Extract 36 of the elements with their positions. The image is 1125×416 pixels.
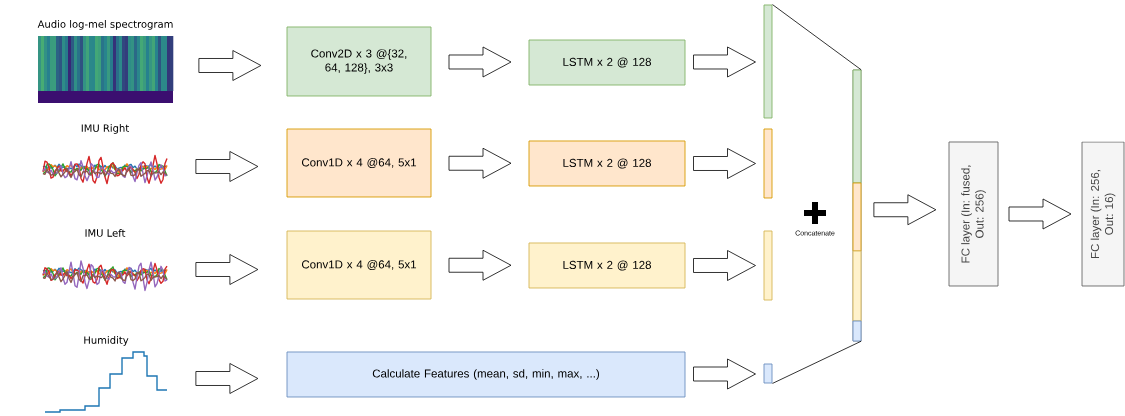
layer-box: FC layer (In: 256, Out: 16) <box>1081 141 1125 287</box>
block-arrow <box>693 46 756 78</box>
plot-title: IMU Left <box>85 229 126 237</box>
block-arrow <box>693 148 756 179</box>
feature-bar <box>763 230 773 301</box>
block-arrow <box>693 358 756 390</box>
block-arrow <box>448 249 512 281</box>
plot-title: Audio log-mel spectrogram <box>37 20 173 30</box>
block-arrow <box>448 46 512 78</box>
process-box: LSTM x 2 @ 128 <box>528 140 686 187</box>
process-box: LSTM x 2 @ 128 <box>528 242 686 289</box>
process-box: Calculate Features (mean, sd, min, max, ...) <box>286 351 686 398</box>
process-box: Conv1D x 4 @64, 5x1 <box>286 230 432 300</box>
connector-line <box>772 340 862 384</box>
block-arrow <box>198 50 262 81</box>
feature-bar <box>763 4 773 119</box>
block-arrow <box>195 254 259 285</box>
process-box: Conv2D x 3 @{32, 64, 128}, 3x3 <box>286 26 432 97</box>
block-arrow <box>448 147 512 179</box>
feature-bar <box>852 182 862 252</box>
block-arrow <box>1008 198 1072 230</box>
feature-bar <box>763 128 773 199</box>
feature-bar <box>852 250 862 322</box>
block-arrow <box>873 194 937 226</box>
feature-bar <box>852 320 862 342</box>
plot-title: IMU Right <box>81 124 129 134</box>
connector-line <box>772 4 862 71</box>
feature-bar <box>763 363 773 384</box>
block-arrow <box>195 363 259 394</box>
feature-bar <box>852 69 862 184</box>
plot-title: Humidity <box>84 336 129 346</box>
process-box: LSTM x 2 @ 128 <box>528 39 686 86</box>
process-box: Conv1D x 4 @64, 5x1 <box>286 128 432 198</box>
block-arrow <box>195 151 259 182</box>
block-arrow <box>693 250 756 281</box>
layer-box: FC layer (In: fused, Out: 256) <box>948 141 999 287</box>
